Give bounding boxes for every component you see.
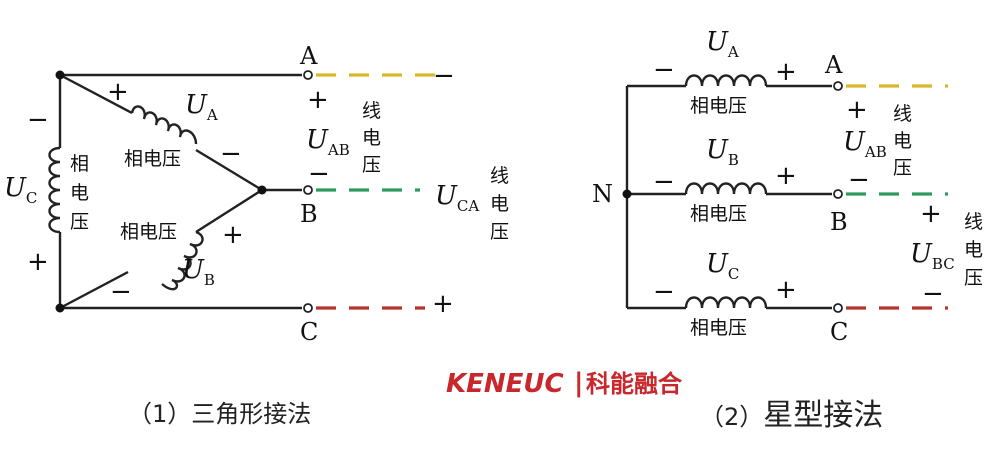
delta-sign-minus-coil-b: − bbox=[110, 277, 132, 307]
delta-sign-minus-uab: − bbox=[308, 159, 330, 189]
delta-terminal-label-c: C bbox=[300, 318, 318, 346]
delta-node-top bbox=[55, 70, 65, 80]
delta-sign-plus-coil-c: + bbox=[27, 247, 49, 277]
delta-sign-plus-coil-b: + bbox=[222, 220, 244, 250]
star-line-voltage-ab-2: 电 bbox=[893, 130, 912, 152]
star-neutral-label: N bbox=[592, 180, 613, 208]
delta-sign-plus-coil-a: + bbox=[107, 77, 129, 107]
star-line-voltage-bc-2: 电 bbox=[964, 239, 983, 261]
star-terminal-label-a: A bbox=[824, 51, 843, 79]
star-sign-plus-uab: + bbox=[846, 95, 868, 125]
delta-terminal-a bbox=[303, 70, 313, 80]
delta-uc-symbol: UC bbox=[4, 173, 37, 207]
delta-sign-minus-line-a: − bbox=[433, 61, 455, 91]
delta-line-voltage-ca-3: 压 bbox=[490, 221, 509, 243]
star-uc-symbol: UC bbox=[706, 249, 739, 283]
star-sign-plus-ubc: + bbox=[920, 199, 942, 229]
star-sign-minus-uab: − bbox=[848, 165, 870, 195]
star-coil-b-label: 相电压 bbox=[690, 203, 747, 225]
delta-sign-minus-coil-c: − bbox=[27, 105, 49, 135]
logo-chinese-text: 科能融合 bbox=[586, 370, 683, 398]
star-line-voltage-bc-3: 压 bbox=[964, 267, 983, 289]
delta-line-voltage-ca-2: 电 bbox=[490, 193, 509, 215]
delta-coil-c-label-1: 相 bbox=[70, 153, 89, 175]
star-sign-minus-ubc: − bbox=[922, 279, 944, 309]
star-terminal-a bbox=[833, 81, 843, 91]
delta-wire-diag-b-start bbox=[195, 188, 263, 234]
star-sign-minus-b: − bbox=[653, 167, 675, 197]
star-connection: N A B C UA UB UC 相电压 相电压 相电压 − + − + − +… bbox=[592, 27, 983, 433]
delta-terminal-b bbox=[303, 185, 313, 195]
star-uab-symbol: UAB bbox=[843, 127, 887, 161]
delta-connection: A B C + − + − − + + − − + UA 相电压 相电压 UB … bbox=[4, 42, 509, 428]
delta-coil-c bbox=[48, 146, 61, 234]
logo-brand-text: KENEUC bbox=[446, 369, 564, 399]
star-ub-symbol: UB bbox=[706, 135, 739, 169]
delta-coil-b-label: 相电压 bbox=[120, 221, 177, 243]
star-sign-minus-a: − bbox=[653, 55, 675, 85]
delta-uab-symbol: UAB bbox=[306, 125, 350, 159]
logo-separator: | bbox=[574, 368, 584, 398]
star-coil-c bbox=[684, 296, 768, 309]
star-sign-plus-c: + bbox=[775, 275, 797, 305]
delta-coil-c-label-2: 电 bbox=[70, 182, 89, 204]
star-coil-c-label: 相电压 bbox=[690, 317, 747, 339]
delta-coil-c-label-3: 压 bbox=[70, 211, 89, 233]
star-line-voltage-ab-3: 压 bbox=[893, 157, 912, 179]
delta-terminal-label-b: B bbox=[300, 200, 318, 228]
star-ubc-symbol: UBC bbox=[910, 239, 955, 273]
delta-line-voltage-ab-1: 线 bbox=[362, 100, 381, 122]
star-sign-minus-c: − bbox=[653, 277, 675, 307]
delta-ub-symbol: UB bbox=[182, 255, 215, 289]
star-sign-plus-a: + bbox=[775, 57, 797, 87]
delta-node-right bbox=[257, 185, 267, 195]
star-coil-b bbox=[684, 182, 768, 195]
delta-sign-minus-coil-a: − bbox=[220, 139, 242, 169]
star-neutral-node bbox=[622, 189, 632, 199]
delta-coil-b bbox=[161, 230, 204, 291]
delta-coil-a-label: 相电压 bbox=[124, 148, 181, 170]
delta-line-voltage-ab-3: 压 bbox=[362, 154, 381, 176]
delta-line-voltage-ca-1: 线 bbox=[490, 165, 509, 187]
delta-caption: （1）三角形接法 bbox=[128, 400, 311, 428]
star-ua-symbol: UA bbox=[706, 27, 739, 61]
star-sign-plus-b: + bbox=[775, 161, 797, 191]
delta-coil-a bbox=[130, 105, 198, 145]
star-line-voltage-ab-1: 线 bbox=[893, 103, 912, 125]
star-terminal-b bbox=[833, 189, 843, 199]
star-coil-a-label: 相电压 bbox=[690, 95, 747, 117]
delta-node-bottom bbox=[55, 303, 65, 313]
star-caption: （2）星型接法 bbox=[700, 398, 883, 433]
delta-wire-diag-a-end bbox=[195, 148, 263, 192]
delta-wire-diag-b-end bbox=[59, 270, 129, 310]
delta-sign-plus-line-c: + bbox=[432, 289, 454, 319]
star-terminal-label-b: B bbox=[830, 208, 848, 236]
star-line-voltage-bc-1: 线 bbox=[964, 211, 983, 233]
delta-uca-symbol: UCA bbox=[435, 181, 479, 215]
delta-terminal-c bbox=[303, 303, 313, 313]
star-coil-a bbox=[684, 74, 768, 87]
delta-line-voltage-ab-2: 电 bbox=[362, 127, 381, 149]
star-terminal-c bbox=[833, 303, 843, 313]
star-terminal-label-c: C bbox=[830, 318, 848, 346]
delta-ua-symbol: UA bbox=[185, 90, 218, 124]
delta-terminal-label-a: A bbox=[299, 42, 318, 70]
brand-logo: KENEUC | 科能融合 bbox=[446, 368, 683, 399]
delta-sign-plus-uab: + bbox=[307, 85, 329, 115]
delta-wire-diag-a-start bbox=[59, 73, 133, 115]
